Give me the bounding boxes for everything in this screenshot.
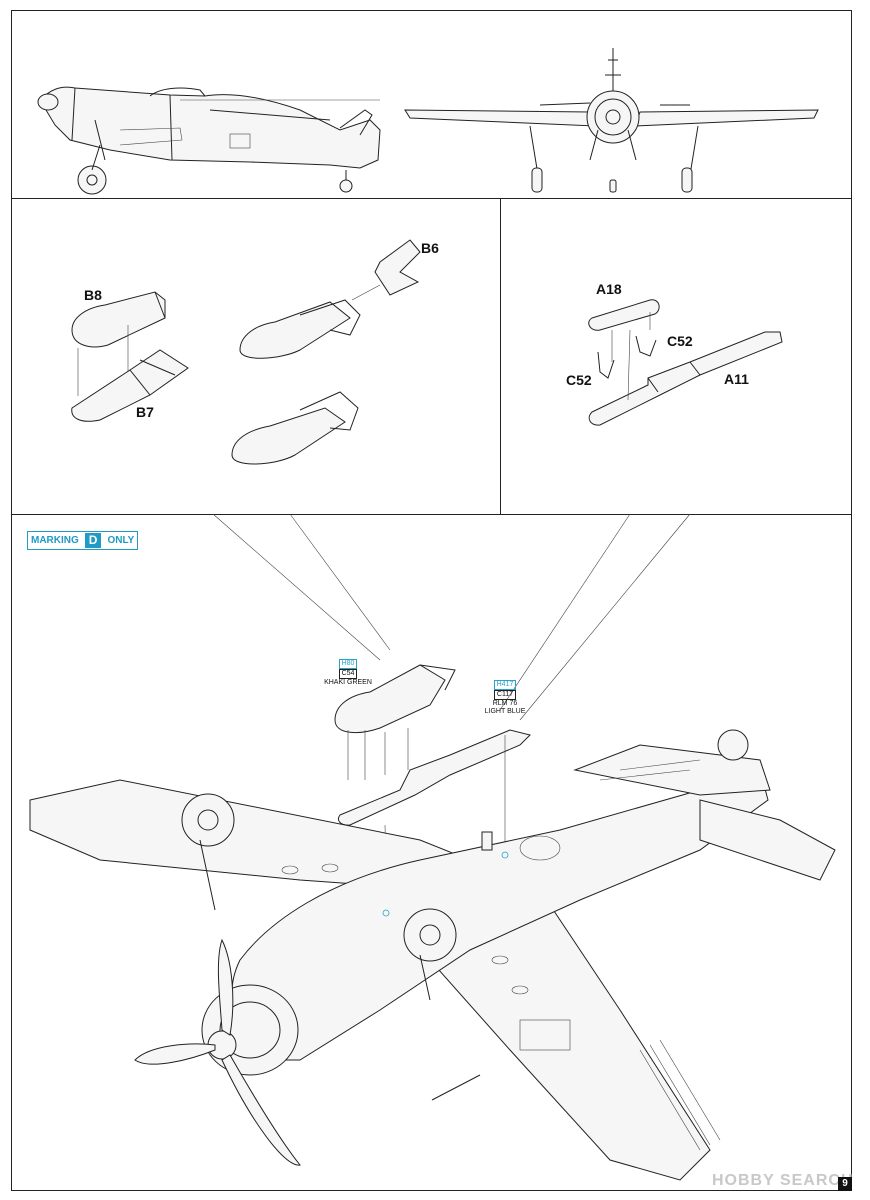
marking-badge-suffix: ONLY — [107, 535, 135, 546]
part-label-a18: A18 — [596, 281, 622, 297]
bomb-paint-callout: H80 C54 KHAKI GREEN — [320, 659, 376, 687]
bomb-paint-code: H80 — [338, 659, 358, 669]
part-label-b7: B7 — [136, 404, 154, 420]
main-assembly-panel — [11, 514, 852, 1191]
part-label-b6: B6 — [421, 240, 439, 256]
rack-paint-callout: H417 C117 RLM 76 LIGHT BLUE — [483, 680, 527, 716]
rack-paint-code: H417 — [493, 680, 517, 690]
side-view-aircraft — [37, 86, 381, 195]
a11-drawing — [588, 299, 783, 426]
b6-drawing — [231, 239, 421, 465]
part-label-a11: A11 — [724, 371, 749, 387]
hobby-search-watermark: HOBBY SEARCH — [712, 1172, 854, 1189]
b8-b7-drawing — [71, 291, 189, 422]
bomb-part-number: C54 — [338, 669, 358, 679]
front-view-aircraft — [404, 48, 819, 193]
bomb-color-name: KHAKI GREEN — [324, 679, 372, 686]
marking-badge-letter: D — [84, 533, 102, 548]
page-number: 9 — [838, 1177, 852, 1191]
part-label-c52-right: C52 — [667, 333, 693, 349]
marking-badge-prefix: MARKING — [31, 535, 79, 546]
rack-color-name-2: LIGHT BLUE — [484, 708, 526, 715]
part-label-b8: B8 — [84, 287, 102, 303]
rack-color-name-1: RLM 76 — [492, 700, 518, 707]
main-aircraft-drawing — [29, 664, 836, 1181]
marking-d-only-badge: MARKING D ONLY — [27, 531, 139, 550]
rack-part-number: C117 — [493, 690, 517, 700]
part-label-c52-left: C52 — [566, 372, 592, 388]
